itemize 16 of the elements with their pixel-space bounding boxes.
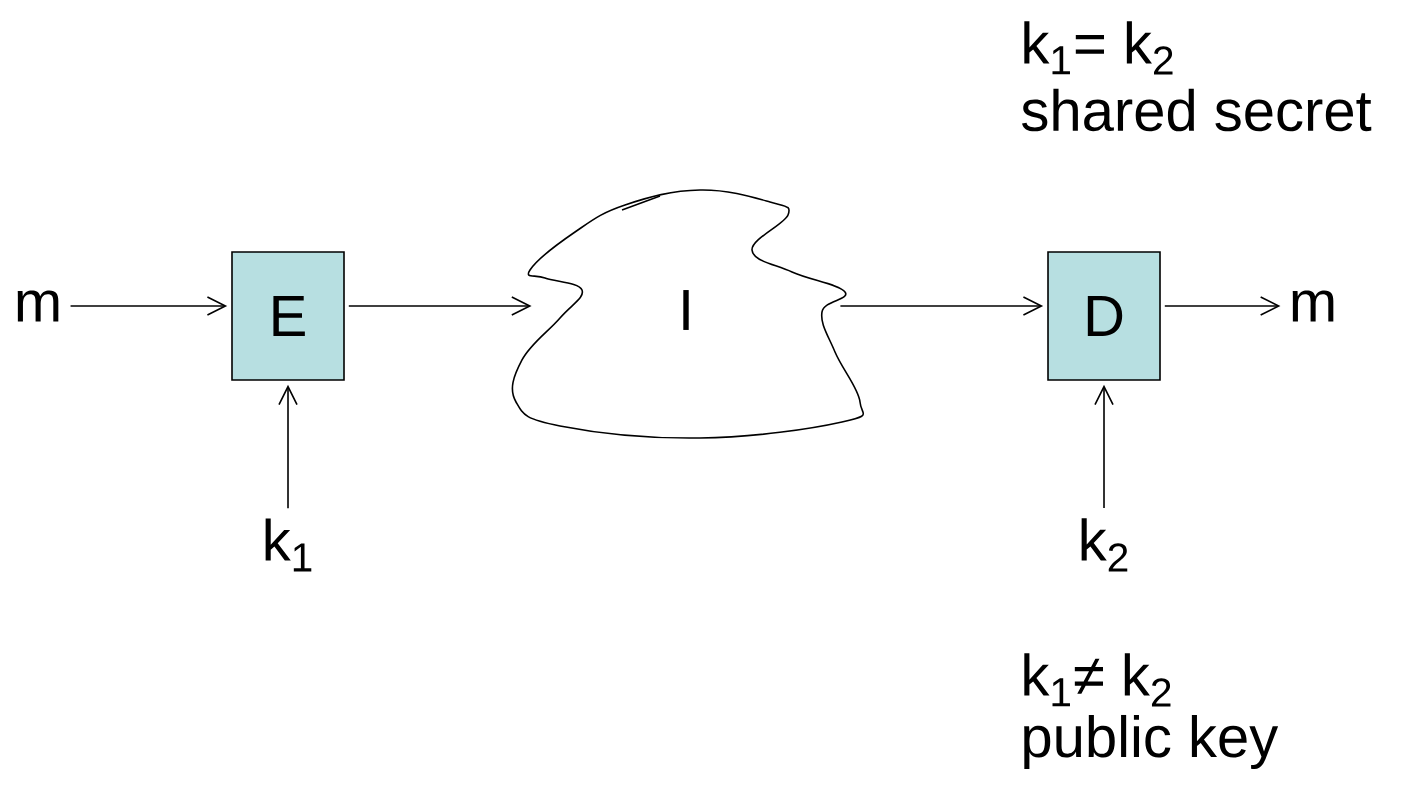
- node-label: m: [17, 290, 59, 322]
- node-label: k$_{2}$: [1081, 518, 1128, 572]
- process-box: D: [1047, 251, 1161, 381]
- node-label: m: [1292, 290, 1334, 322]
- arrow: [1094, 384, 1114, 509]
- arrow: [1164, 296, 1281, 316]
- arrow: [839, 296, 1044, 316]
- note-text: k$_{1}$= k$_{2}$: [1024, 21, 1173, 75]
- process-box: E: [231, 251, 345, 381]
- node-label: k$_{1}$: [265, 518, 312, 572]
- note-text: shared secret: [1022, 88, 1372, 132]
- arrow: [348, 296, 532, 316]
- arrow: [278, 384, 298, 509]
- arrow: [69, 296, 228, 316]
- note-text: public key: [1024, 714, 1279, 770]
- note-text: k$_{1}$≠ k$_{2}$: [1024, 653, 1171, 707]
